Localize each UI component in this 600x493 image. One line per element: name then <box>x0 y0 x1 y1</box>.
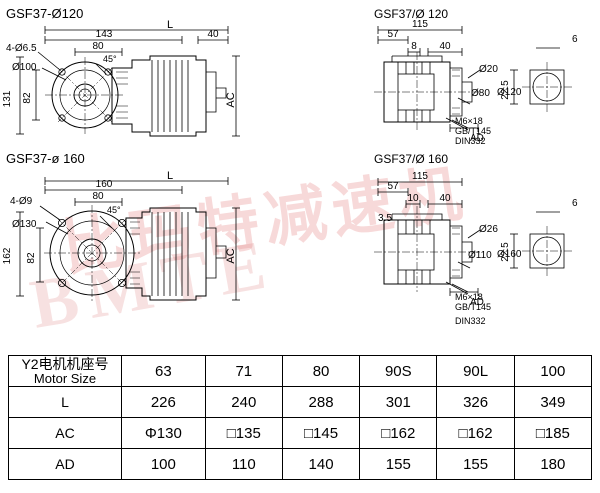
cell-AD-6: 180 <box>513 448 593 480</box>
cell-AC-4: □162 <box>359 417 438 449</box>
title-bottom-right: GSF37/Ø 160 <box>374 152 448 166</box>
dim-br-6: 6 <box>572 198 578 209</box>
row-header-motor-size: Y2电机机座号 Motor Size <box>8 355 122 387</box>
cell-motor-90s: 90S <box>359 355 438 387</box>
cell-motor-80: 80 <box>281 355 361 387</box>
cell-L-2: 240 <box>204 386 283 418</box>
note-tr-m6: M6×18 <box>455 116 483 126</box>
cell-AD-4: 155 <box>359 448 438 480</box>
dim-tr-8: 8 <box>411 41 417 52</box>
dim-tl-holes: 4-Ø6.5 <box>6 43 37 54</box>
dim-br-115: 115 <box>412 171 428 182</box>
dim-tr-d120: Ø120 <box>497 87 522 98</box>
title-top-right: GSF37/Ø 120 <box>374 7 448 21</box>
dim-br-57: 57 <box>387 181 399 192</box>
dim-bl-d130: Ø130 <box>12 219 37 230</box>
dim-br-d160: Ø160 <box>497 249 522 260</box>
dim-tr-57: 57 <box>387 29 399 40</box>
cell-AC-6: □185 <box>513 417 593 449</box>
cell-motor-100: 100 <box>513 355 593 387</box>
row-header-L: L <box>8 386 122 418</box>
note-br-gb: GB/T145 <box>455 302 491 312</box>
cell-AD-3: 140 <box>281 448 361 480</box>
cell-AC-2: □135 <box>204 417 283 449</box>
table-row: L 226 240 288 301 326 349 <box>8 386 593 418</box>
table-row: AD 100 110 140 155 155 180 <box>8 448 593 480</box>
cell-L-4: 301 <box>359 386 438 418</box>
dim-tr-d80: Ø80 <box>471 88 490 99</box>
dim-tr-d20: Ø20 <box>479 64 498 75</box>
dim-br-10: 10 <box>407 193 419 204</box>
dim-br-40: 40 <box>439 193 451 204</box>
cell-motor-71: 71 <box>204 355 283 387</box>
cell-motor-63: 63 <box>121 355 206 387</box>
title-bottom-left: GSF37-ø 160 <box>6 151 85 166</box>
dim-bl-80: 80 <box>92 191 104 202</box>
note-br-m6: M6×18 <box>455 292 483 302</box>
dim-tr-225: 22.5 <box>500 80 511 100</box>
dim-bl-45deg: 45° <box>107 205 121 215</box>
dim-br-AD: AD <box>470 297 484 308</box>
dim-bl-holes: 4-Ø9 <box>10 196 33 207</box>
row-header-en: Motor Size <box>33 370 97 386</box>
dim-tl-d100: Ø100 <box>12 62 37 73</box>
dim-bl-160: 160 <box>96 179 113 190</box>
dim-tr-40: 40 <box>439 41 451 52</box>
dim-bl-162: 162 <box>2 247 13 264</box>
dim-tl-80: 80 <box>92 41 104 52</box>
dim-tl-40: 40 <box>207 29 219 40</box>
cell-AC-3: □145 <box>281 417 361 449</box>
dim-bl-82: 82 <box>26 252 37 264</box>
motor-size-table: Y2电机机座号 Motor Size 63 71 80 90S 90L 100 … <box>8 355 593 480</box>
note-br-din: DIN332 <box>455 316 486 326</box>
cell-L-1: 226 <box>121 386 206 418</box>
dim-br-35: 3.5 <box>378 213 392 224</box>
dim-br-d26: Ø26 <box>479 224 498 235</box>
row-header-cn: Y2电机机座号 <box>21 355 109 372</box>
dim-tr-115: 115 <box>412 19 428 30</box>
dim-tl-143: 143 <box>96 29 113 40</box>
note-tr-gb: GB/T145 <box>455 126 491 136</box>
dim-bl-AC: AC <box>225 248 237 263</box>
cell-AD-2: 110 <box>204 448 283 480</box>
drawing-top-right <box>374 26 572 132</box>
cell-L-3: 288 <box>281 386 361 418</box>
dim-tl-45deg: 45° <box>103 54 117 64</box>
cell-AD-5: 155 <box>436 448 515 480</box>
drawing-bottom-left <box>16 177 240 301</box>
cell-motor-90l: 90L <box>436 355 515 387</box>
note-tr-din: DIN332 <box>455 136 486 146</box>
dim-tr-AD: AD <box>470 133 484 144</box>
dim-tl-AC: AC <box>225 92 237 107</box>
dim-bl-L: L <box>167 170 173 182</box>
table-row: AC Φ130 □135 □145 □162 □162 □185 <box>8 417 593 449</box>
drawing-top-left <box>16 26 240 137</box>
cell-AC-5: □162 <box>436 417 515 449</box>
drawing-bottom-right <box>374 178 572 296</box>
dim-br-d110: Ø110 <box>468 250 492 261</box>
cell-AD-1: 100 <box>121 448 206 480</box>
cell-AC-1: Φ130 <box>121 417 206 449</box>
dim-tl-L: L <box>167 19 173 31</box>
title-top-left: GSF37-Ø120 <box>6 6 83 21</box>
dim-tl-82: 82 <box>22 92 33 104</box>
table-row: Y2电机机座号 Motor Size 63 71 80 90S 90L 100 <box>8 355 593 387</box>
dim-tr-6: 6 <box>572 34 578 45</box>
row-header-AD: AD <box>8 448 122 480</box>
row-header-AC: AC <box>8 417 122 449</box>
cell-L-5: 326 <box>436 386 515 418</box>
dim-br-225: 22.5 <box>500 242 511 262</box>
cell-L-6: 349 <box>513 386 593 418</box>
dim-tl-131: 131 <box>2 90 13 107</box>
